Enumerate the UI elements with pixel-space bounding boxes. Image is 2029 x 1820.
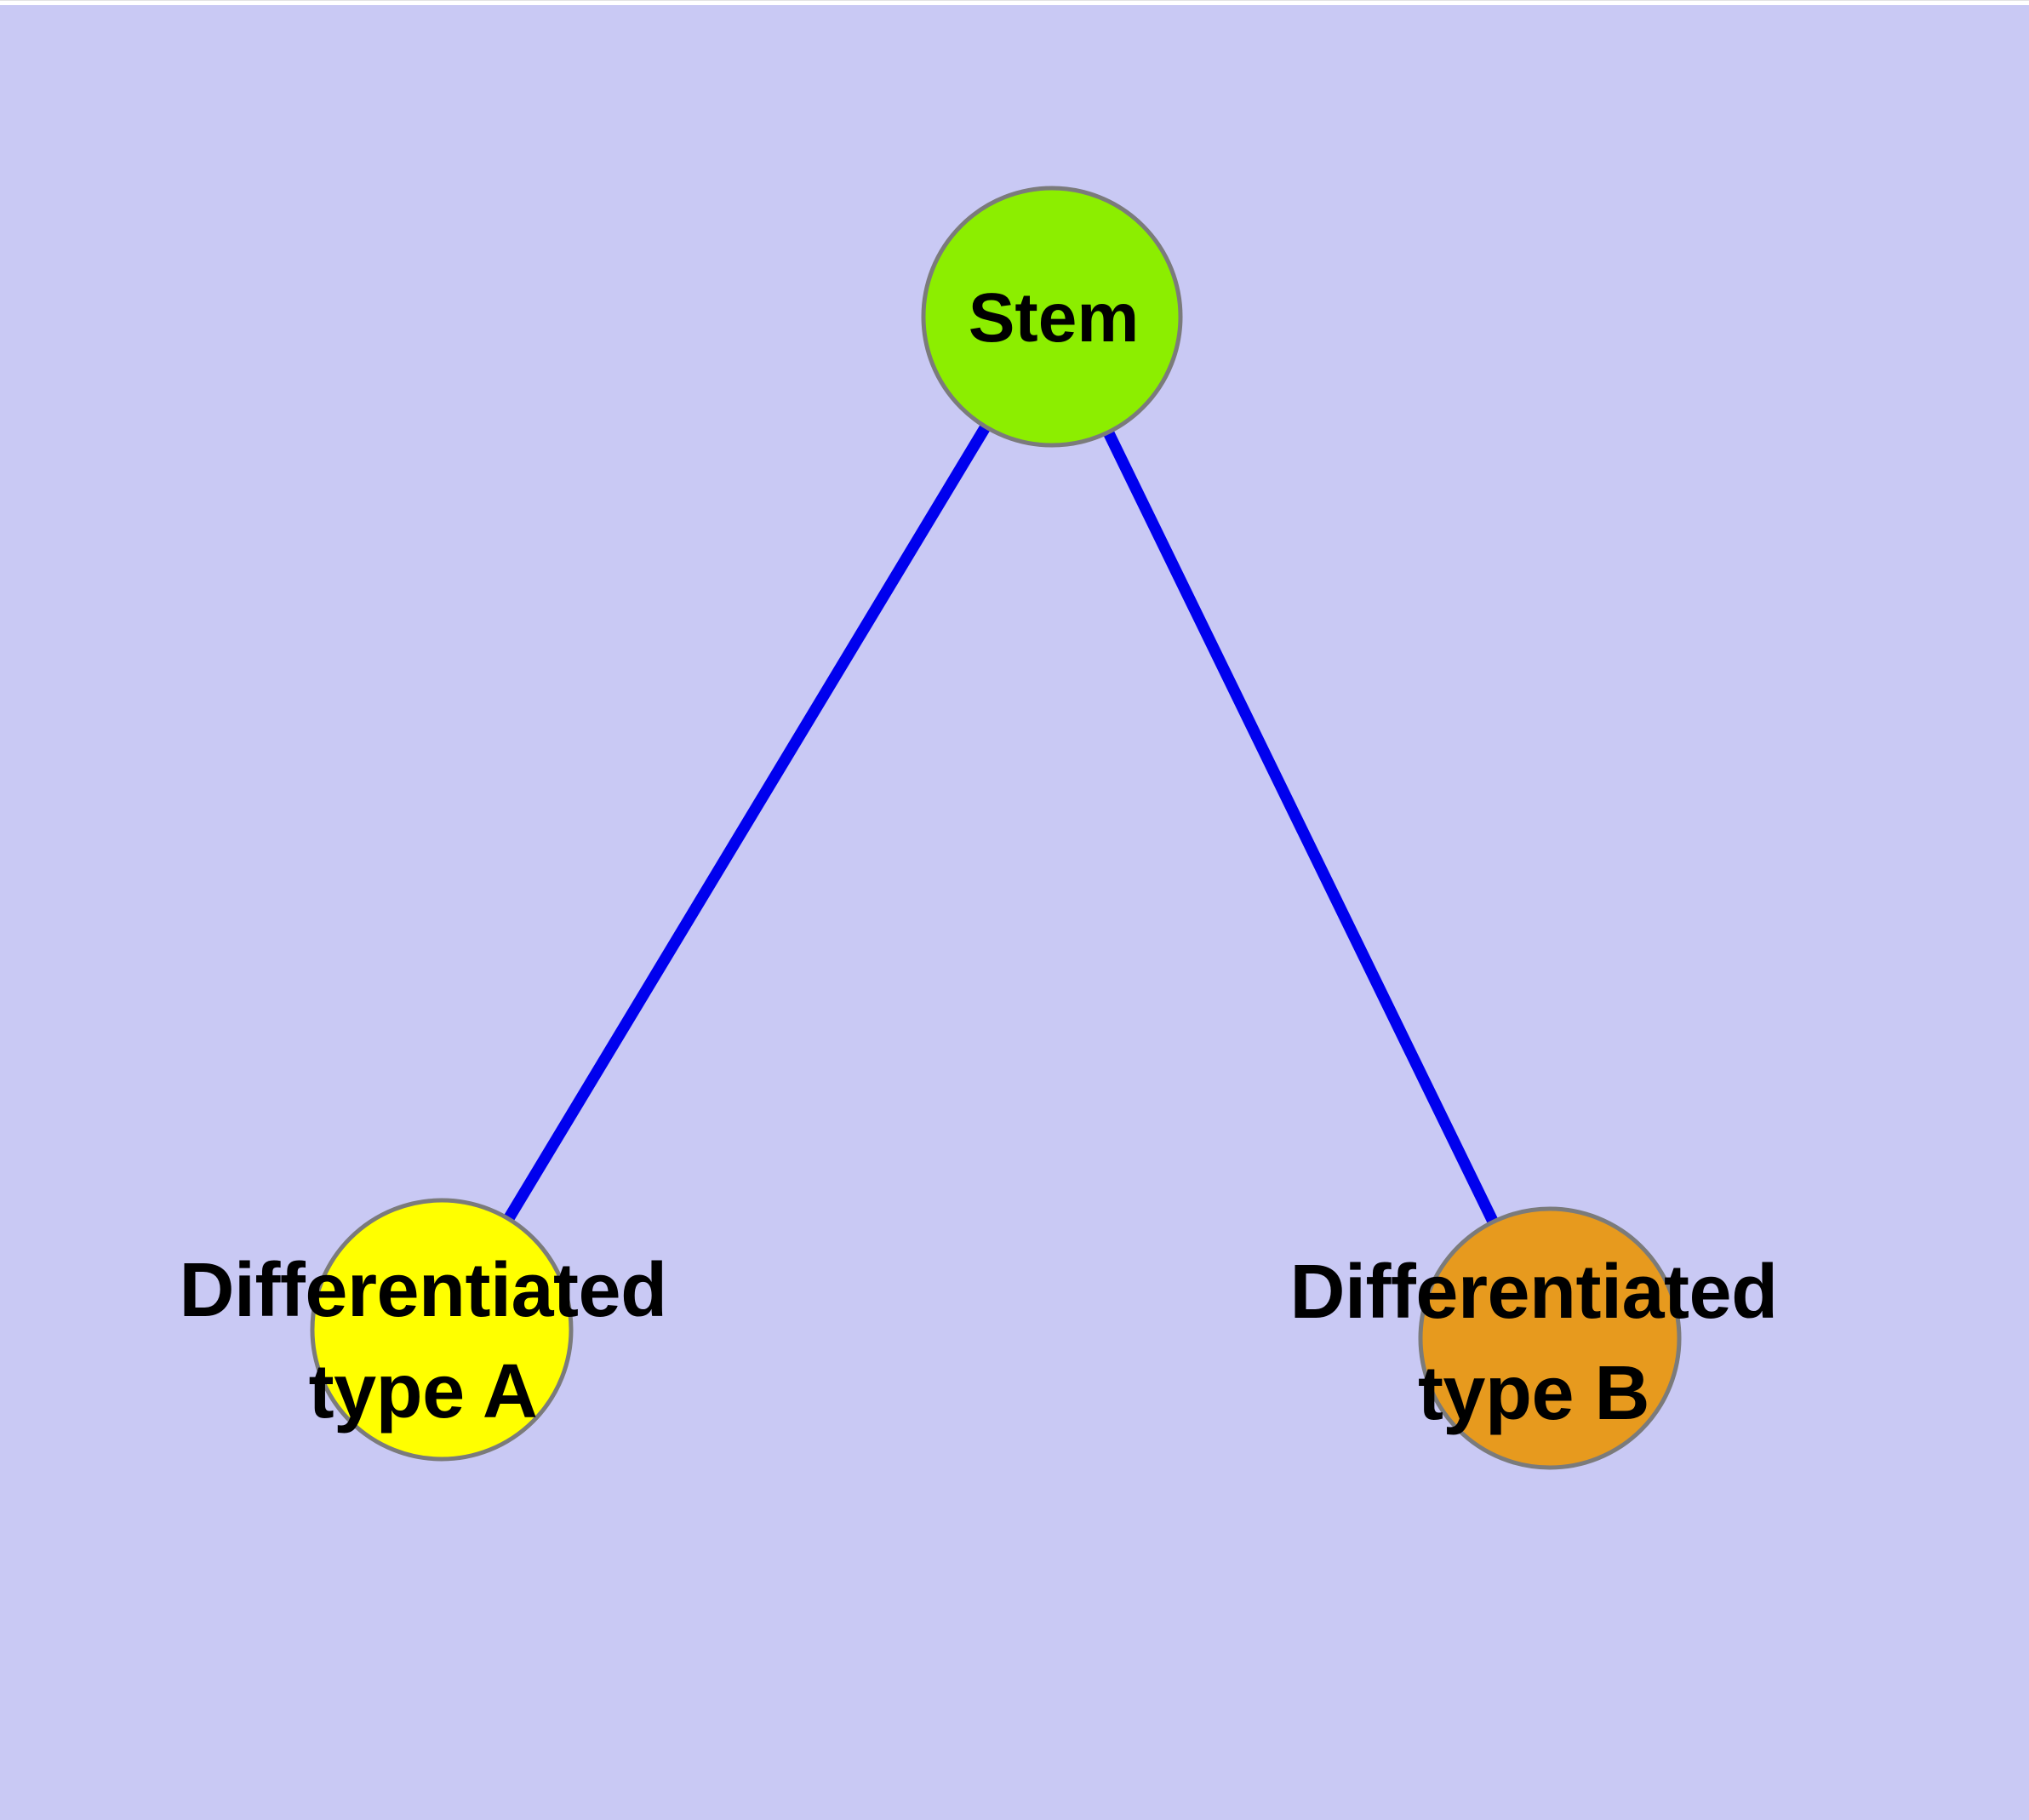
edge-stem-to-type-b <box>1046 314 1556 1341</box>
edge-stem-to-type-a <box>437 313 1057 1333</box>
node-label-type-a-line-2: type A <box>308 1349 538 1434</box>
window-top-edge <box>0 0 2029 5</box>
node-differentiated-type-b <box>1418 1206 1682 1470</box>
node-stem <box>921 186 1183 448</box>
node-label-differentiated-type-a: Differentiated type A <box>179 1240 667 1443</box>
node-label-type-b-line-1: Differentiated <box>1289 1250 1778 1335</box>
node-label-stem: Stem <box>969 276 1140 361</box>
node-label-differentiated-type-b: Differentiated type B <box>1289 1242 1778 1445</box>
node-label-type-b-line-2: type B <box>1417 1351 1650 1436</box>
node-label-stem-text: Stem <box>968 279 1140 357</box>
node-differentiated-type-a <box>310 1198 574 1462</box>
node-label-type-a-line-1: Differentiated <box>179 1248 667 1333</box>
